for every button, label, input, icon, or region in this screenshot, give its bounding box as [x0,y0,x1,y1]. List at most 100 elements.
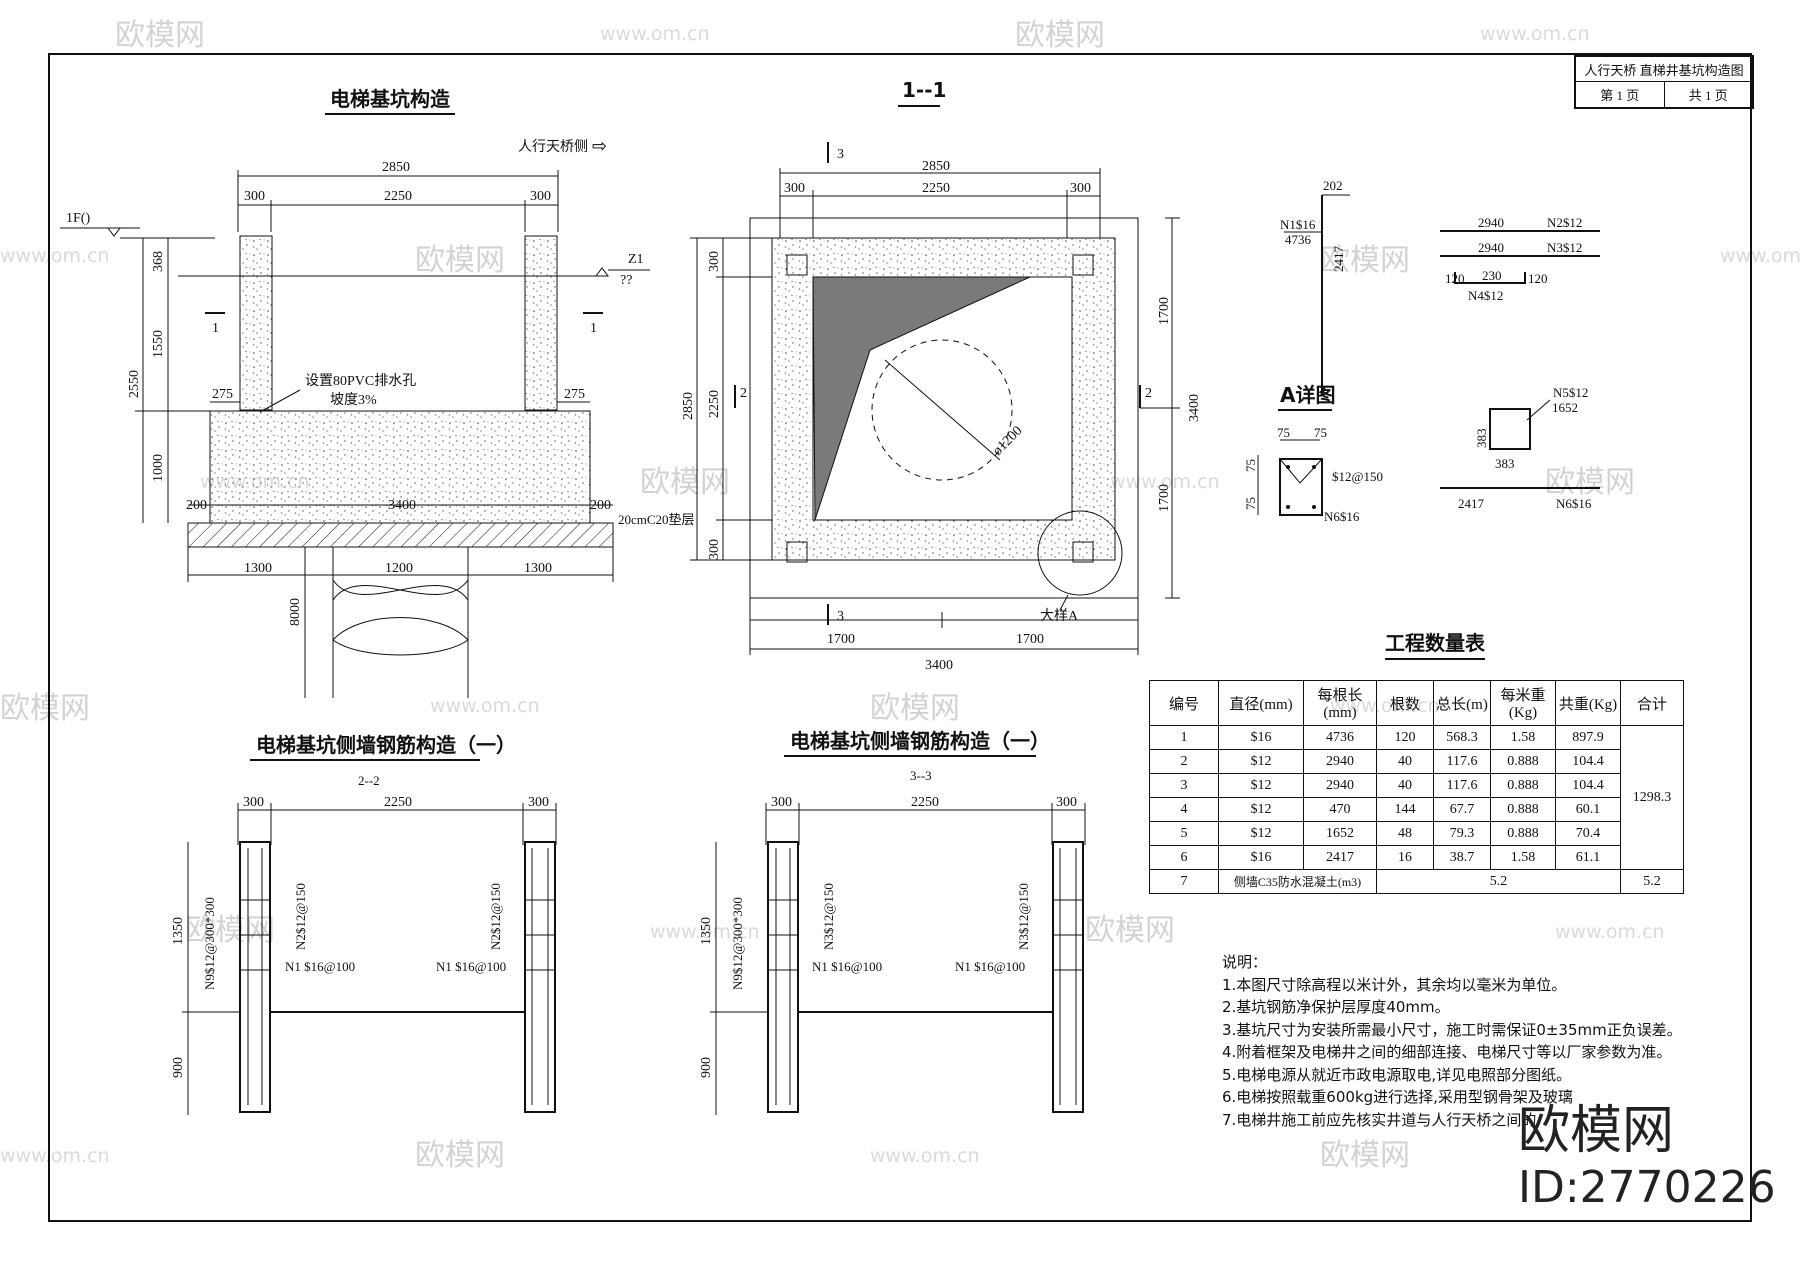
detail-n6: N6$16 [1324,509,1360,524]
detail-dim: 75 [1243,459,1258,472]
dim-2850: 2850 [681,392,696,420]
page-number: 第 1 页 [1576,82,1665,107]
table-cell: 4 [1149,797,1219,822]
dim-1700: 1700 [827,632,855,647]
dim-1200: 1200 [385,561,413,576]
dim-300: 300 [771,795,792,810]
table-cell: 1652 [1303,821,1377,846]
dim-3400: 3400 [1187,394,1202,422]
table-cell: 2940 [1303,749,1377,774]
wall-rebar-right: 电梯基坑侧墙钢筋构造（一） 3--3 300 2250 300 1350 900… [699,729,1086,1115]
dashed-circle [871,339,1013,481]
n1-label: N1 $16@100 [955,959,1025,974]
right-wall-section [524,841,556,1113]
dim-300: 300 [707,251,722,272]
cut-mark-3: 3 [837,609,844,624]
table-cell: 0.888 [1490,749,1556,774]
table-cell: 1.58 [1490,845,1556,870]
watermark-url: www.om.cn [1555,921,1665,943]
table-cell: 67.7 [1433,797,1491,822]
watermark-url: www.om.cn [1110,471,1220,493]
dim-2550: 2550 [127,370,142,398]
table-cell: $12 [1218,773,1304,798]
watermark-url: www.om.cn [1720,245,1800,267]
table-cell: 3 [1149,773,1219,798]
cut-mark-2: 2 [1145,386,1152,401]
table-cell: 7 [1149,869,1219,894]
table-cell: 70.4 [1555,821,1621,846]
right-wall-section [1052,841,1084,1113]
dim-300: 300 [784,181,805,196]
watermark-brand: 欧模网 [115,18,205,53]
header-cell: 总长(m) [1433,680,1491,726]
table-cell: $16 [1218,725,1304,750]
dim-2850: 2850 [382,160,410,175]
dim-1700: 1700 [1157,297,1172,325]
n1-len: 4736 [1285,232,1312,247]
watermark-id: ID:2770226 [1518,1162,1776,1213]
shaded-wedge [812,276,1031,521]
header-cell: 编号 [1149,680,1219,726]
note-item: 4.附着框架及电梯井之间的细部连接、电梯尺寸等以厂家参数为准。 [1222,1043,1672,1061]
watermark-brand: 欧模网 [415,243,505,278]
pit-outline [749,217,1139,599]
n5-stirrup [1489,408,1531,450]
note-item: 5.电梯电源从就近市政电源取电,详见电照部分图纸。 [1222,1065,1572,1084]
note-item: 2.基坑钢筋净保护层厚度40mm。 [1222,998,1450,1016]
wall-rebar-left: 电梯基坑侧墙钢筋构造（一） 2--2 300 2250 300 1350 900… [171,733,557,1115]
cut-mark-1: 1 [212,321,219,336]
dim-1700: 1700 [1016,632,1044,647]
watermark-brand: 欧模网 [1320,1138,1410,1173]
n3-label: N3$12 [1547,240,1582,255]
sub-title-right: 3--3 [910,768,932,783]
table-cell: 60.1 [1555,797,1621,822]
dim-275-left: 275 [212,387,233,402]
corner-column [1072,541,1094,563]
n6-len: 2417 [1458,496,1485,511]
n2-len: 2940 [1478,215,1504,230]
detail-dim: 75 [1243,497,1258,510]
table-row: 1 $16 4736 120 568.3 1.58 897.9 1298.3 [1149,725,1684,870]
table-row: 4 $12 470 144 67.7 0.888 60.1 [1149,797,1684,822]
dim-8000: 8000 [288,598,303,626]
n9-label: N9$12@300*300 [730,897,745,990]
dim-900: 900 [699,1057,714,1078]
dim-3400: 3400 [925,658,953,673]
watermark-brand-large: 欧模网 [1518,1101,1675,1161]
note-item: 6.电梯按照载重600kg进行选择,采用型钢骨架及玻璃 [1222,1088,1573,1106]
n4-dim: 230 [1482,268,1502,283]
table-row: 2 $12 2940 40 117.6 0.888 104.4 [1149,749,1684,774]
table-cell: $12 [1218,749,1304,774]
page-total: 共 1 页 [1688,88,1728,103]
watermark-url: www.om.cn [1480,23,1590,45]
watermark-url: www.om.cn [0,1145,110,1167]
pit-elevation: 电梯基坑构造 人行天桥侧 ⇨ 2850 300 2250 300 1F() Z1… [60,87,695,698]
level-z1: Z1 [628,252,644,267]
watermark-brand: 欧模网 [640,465,730,500]
note-item: 1.本图尺寸除高程以米计外，其余均以毫米为单位。 [1222,975,1567,994]
drawing-name: 人行天桥 直梯井基坑构造图 [1576,57,1752,82]
cut-mark-3: 3 [837,147,844,162]
table-cell: 568.3 [1433,725,1491,750]
cushion-layer [187,522,614,548]
dim-1000: 1000 [151,454,166,482]
table-cell: 侧墙C35防水混凝土(m3) [1218,869,1377,894]
dim-900: 900 [171,1057,186,1078]
table-cell: 120 [1376,725,1434,750]
base-slab [209,410,591,524]
dim-300: 300 [1056,795,1077,810]
table-cell: 79.3 [1433,821,1491,846]
table-cell: 40 [1376,773,1434,798]
detail-a: A详图 75 75 75 75 $12@150 N6$16 [1243,383,1383,524]
watermark-brand: 欧模网 [1545,465,1635,500]
note-item: 3.基坑尺寸为安装所需最小尺寸，施工时需保证0±35mm正负误差。 [1222,1020,1682,1039]
watermark-brand: 欧模网 [415,1138,505,1173]
n5-side: 383 [1474,429,1489,449]
dim-2250: 2250 [911,795,939,810]
detail-dim: 75 [1314,425,1327,440]
table-cell: 5 [1149,821,1219,846]
cut-mark-2: 2 [740,386,747,401]
watermark-url: www.om.cn [0,245,110,267]
table-cell: 0.888 [1490,821,1556,846]
n5-bottom: 383 [1495,456,1515,471]
